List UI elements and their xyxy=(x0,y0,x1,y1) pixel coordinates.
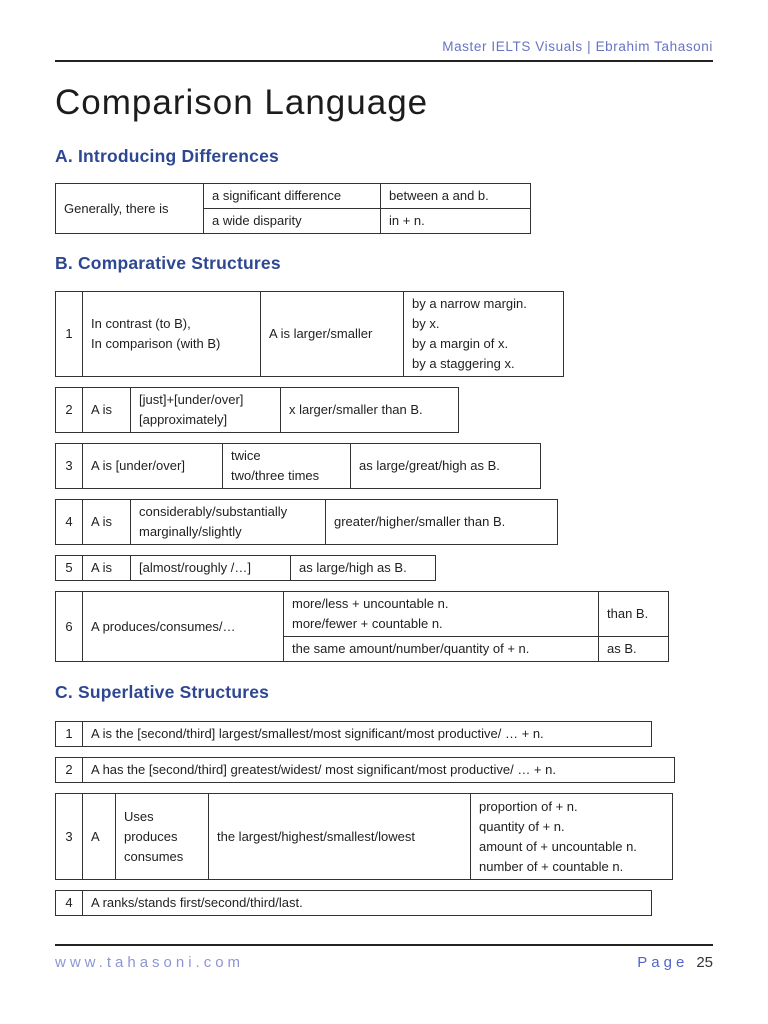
table-superlative-4: 4 A ranks/stands first/second/third/last… xyxy=(55,890,652,916)
table-row: 4 A is considerably/substantially margin… xyxy=(55,499,558,545)
text-line: quantity of + n. xyxy=(479,818,565,834)
text-line: In comparison (with B) xyxy=(91,336,221,351)
table-superlative-2: 2 A has the [second/third] greatest/wide… xyxy=(55,757,675,783)
cell-subject: A is xyxy=(82,555,131,581)
cell-phrase: a significant difference xyxy=(203,183,381,209)
cell-row-number: 5 xyxy=(55,555,83,581)
cell-row-number: 6 xyxy=(55,591,83,662)
cell-verbs: Uses produces consumes xyxy=(115,793,209,880)
cell-comparison: x larger/smaller than B. xyxy=(280,387,459,433)
cell-structure: A has the [second/third] greatest/widest… xyxy=(82,757,675,783)
cell-structure: A is the [second/third] largest/smallest… xyxy=(82,721,652,747)
cell-modifiers: [just]+[under/over] [approximately] xyxy=(130,387,281,433)
table-row: 3 A is [under/over] twice two/three time… xyxy=(55,443,541,489)
text-line: proportion of + n. xyxy=(479,798,578,814)
text-line: number of + countable n. xyxy=(479,858,624,874)
cell-superlative: the largest/highest/smallest/lowest xyxy=(208,793,471,880)
table-row: the same amount/number/quantity of + n. … xyxy=(56,636,669,662)
cell-complement: between a and b. xyxy=(380,183,531,209)
text-line: twice xyxy=(231,448,261,463)
table-comparative-4: 4 A is considerably/substantially margin… xyxy=(55,499,558,545)
table-comparative-6: 6 A produces/consumes/… more/less + unco… xyxy=(55,591,669,662)
cell-quantity-phrases: more/less + uncountable n. more/fewer + … xyxy=(283,591,599,637)
table-comparative-2: 2 A is [just]+[under/over] [approximatel… xyxy=(55,387,459,433)
text-line: amount of + uncountable n. xyxy=(479,838,637,854)
text-line: by a narrow margin. xyxy=(412,296,527,311)
table-row: 6 A produces/consumes/… more/less + unco… xyxy=(55,591,669,662)
page-header: Master IELTS Visuals | Ebrahim Tahasoni xyxy=(55,0,713,62)
cell-comparison: as B. xyxy=(598,636,669,662)
cell-row-number: 4 xyxy=(55,890,83,916)
cell-subject: A produces/consumes/… xyxy=(82,591,284,662)
table-comparative-5: 5 A is [almost/roughly /…] as large/high… xyxy=(55,555,436,581)
cell-row-number: 3 xyxy=(55,793,83,880)
header-credit: Master IELTS Visuals | Ebrahim Tahasoni xyxy=(442,39,713,54)
cell-multipliers: twice two/three times xyxy=(222,443,351,489)
text-line: [just]+[under/over] xyxy=(139,392,244,407)
cell-comparison: as large/high as B. xyxy=(290,555,436,581)
text-line: produces xyxy=(124,828,178,844)
cell-comparison: as large/great/high as B. xyxy=(350,443,541,489)
footer-page-word: Page xyxy=(637,954,689,971)
cell-subject: A is [under/over] xyxy=(82,443,223,489)
cell-structure: A ranks/stands first/second/third/last. xyxy=(82,890,652,916)
text-line: In contrast (to B), xyxy=(91,316,191,331)
cell-row-number: 3 xyxy=(55,443,83,489)
table-comparative-1: 1 In contrast (to B), In comparison (wit… xyxy=(55,291,564,377)
table-comparative-3: 3 A is [under/over] twice two/three time… xyxy=(55,443,541,489)
cell-quantity-phrases: the same amount/number/quantity of + n. xyxy=(283,636,599,662)
table-row: 1 In contrast (to B), In comparison (wit… xyxy=(55,291,564,377)
table-row: Generally, there is a significant differ… xyxy=(55,183,531,234)
cell-row-number: 4 xyxy=(55,499,83,545)
table-row: 2 A has the [second/third] greatest/wide… xyxy=(55,757,675,783)
cell-intro-phrases: In contrast (to B), In comparison (with … xyxy=(82,291,261,377)
section-c-heading: C. Superlative Structures xyxy=(55,682,270,702)
cell-complement: in + n. xyxy=(380,208,531,234)
section-a-heading: A. Introducing Differences xyxy=(55,146,279,166)
cell-objects: proportion of + n. quantity of + n. amou… xyxy=(470,793,673,880)
cell-subject: A xyxy=(82,793,116,880)
text-line: consumes xyxy=(124,848,184,864)
text-line: marginally/slightly xyxy=(139,524,242,539)
table-row: 1 A is the [second/third] largest/smalle… xyxy=(55,721,652,747)
text-line: by a staggering x. xyxy=(412,356,515,371)
text-line: by x. xyxy=(412,316,440,331)
cell-row-number: 2 xyxy=(55,387,83,433)
footer-page-number: 25 xyxy=(696,954,713,971)
cell-row-number: 2 xyxy=(55,757,83,783)
text-line: considerably/substantially xyxy=(139,504,288,519)
cell-comparison: A is larger/smaller xyxy=(260,291,404,377)
table-superlative-3: 3 A Uses produces consumes the largest/h… xyxy=(55,793,673,880)
table-introducing-differences: Generally, there is a significant differ… xyxy=(55,183,531,234)
text-line: [approximately] xyxy=(139,412,228,427)
table-row: 5 A is [almost/roughly /…] as large/high… xyxy=(55,555,436,581)
cell-subject: A is xyxy=(82,387,131,433)
text-line: two/three times xyxy=(231,468,320,483)
footer-page-indicator: Page 25 xyxy=(637,954,713,971)
cell-lead: Generally, there is xyxy=(55,183,204,234)
page-footer: www.tahasoni.com Page 25 xyxy=(55,944,713,971)
text-line: Uses xyxy=(124,808,154,824)
cell-row-number: 1 xyxy=(55,721,83,747)
table-superlative-1: 1 A is the [second/third] largest/smalle… xyxy=(55,721,652,747)
cell-comparison: than B. xyxy=(598,591,669,637)
cell-comparison: greater/higher/smaller than B. xyxy=(325,499,558,545)
footer-website-link[interactable]: www.tahasoni.com xyxy=(55,954,245,971)
cell-row-number: 1 xyxy=(55,291,83,377)
text-line: by a margin of x. xyxy=(412,336,509,351)
page-content: Master IELTS Visuals | Ebrahim Tahasoni … xyxy=(55,0,713,916)
cell-margin-options: by a narrow margin. by x. by a margin of… xyxy=(403,291,564,377)
cell-modifiers: [almost/roughly /…] xyxy=(130,555,291,581)
text-line: more/fewer + countable n. xyxy=(292,616,443,631)
table-row: 3 A Uses produces consumes the largest/h… xyxy=(55,793,673,880)
table-row: a wide disparity in + n. xyxy=(56,208,531,234)
table-row: 4 A ranks/stands first/second/third/last… xyxy=(55,890,652,916)
cell-adverbs: considerably/substantially marginally/sl… xyxy=(130,499,326,545)
cell-subject: A is xyxy=(82,499,131,545)
page-title: Comparison Language xyxy=(55,83,429,122)
table-row: 2 A is [just]+[under/over] [approximatel… xyxy=(55,387,459,433)
section-b-heading: B. Comparative Structures xyxy=(55,253,281,273)
cell-phrase: a wide disparity xyxy=(203,208,381,234)
text-line: more/less + uncountable n. xyxy=(292,596,449,611)
